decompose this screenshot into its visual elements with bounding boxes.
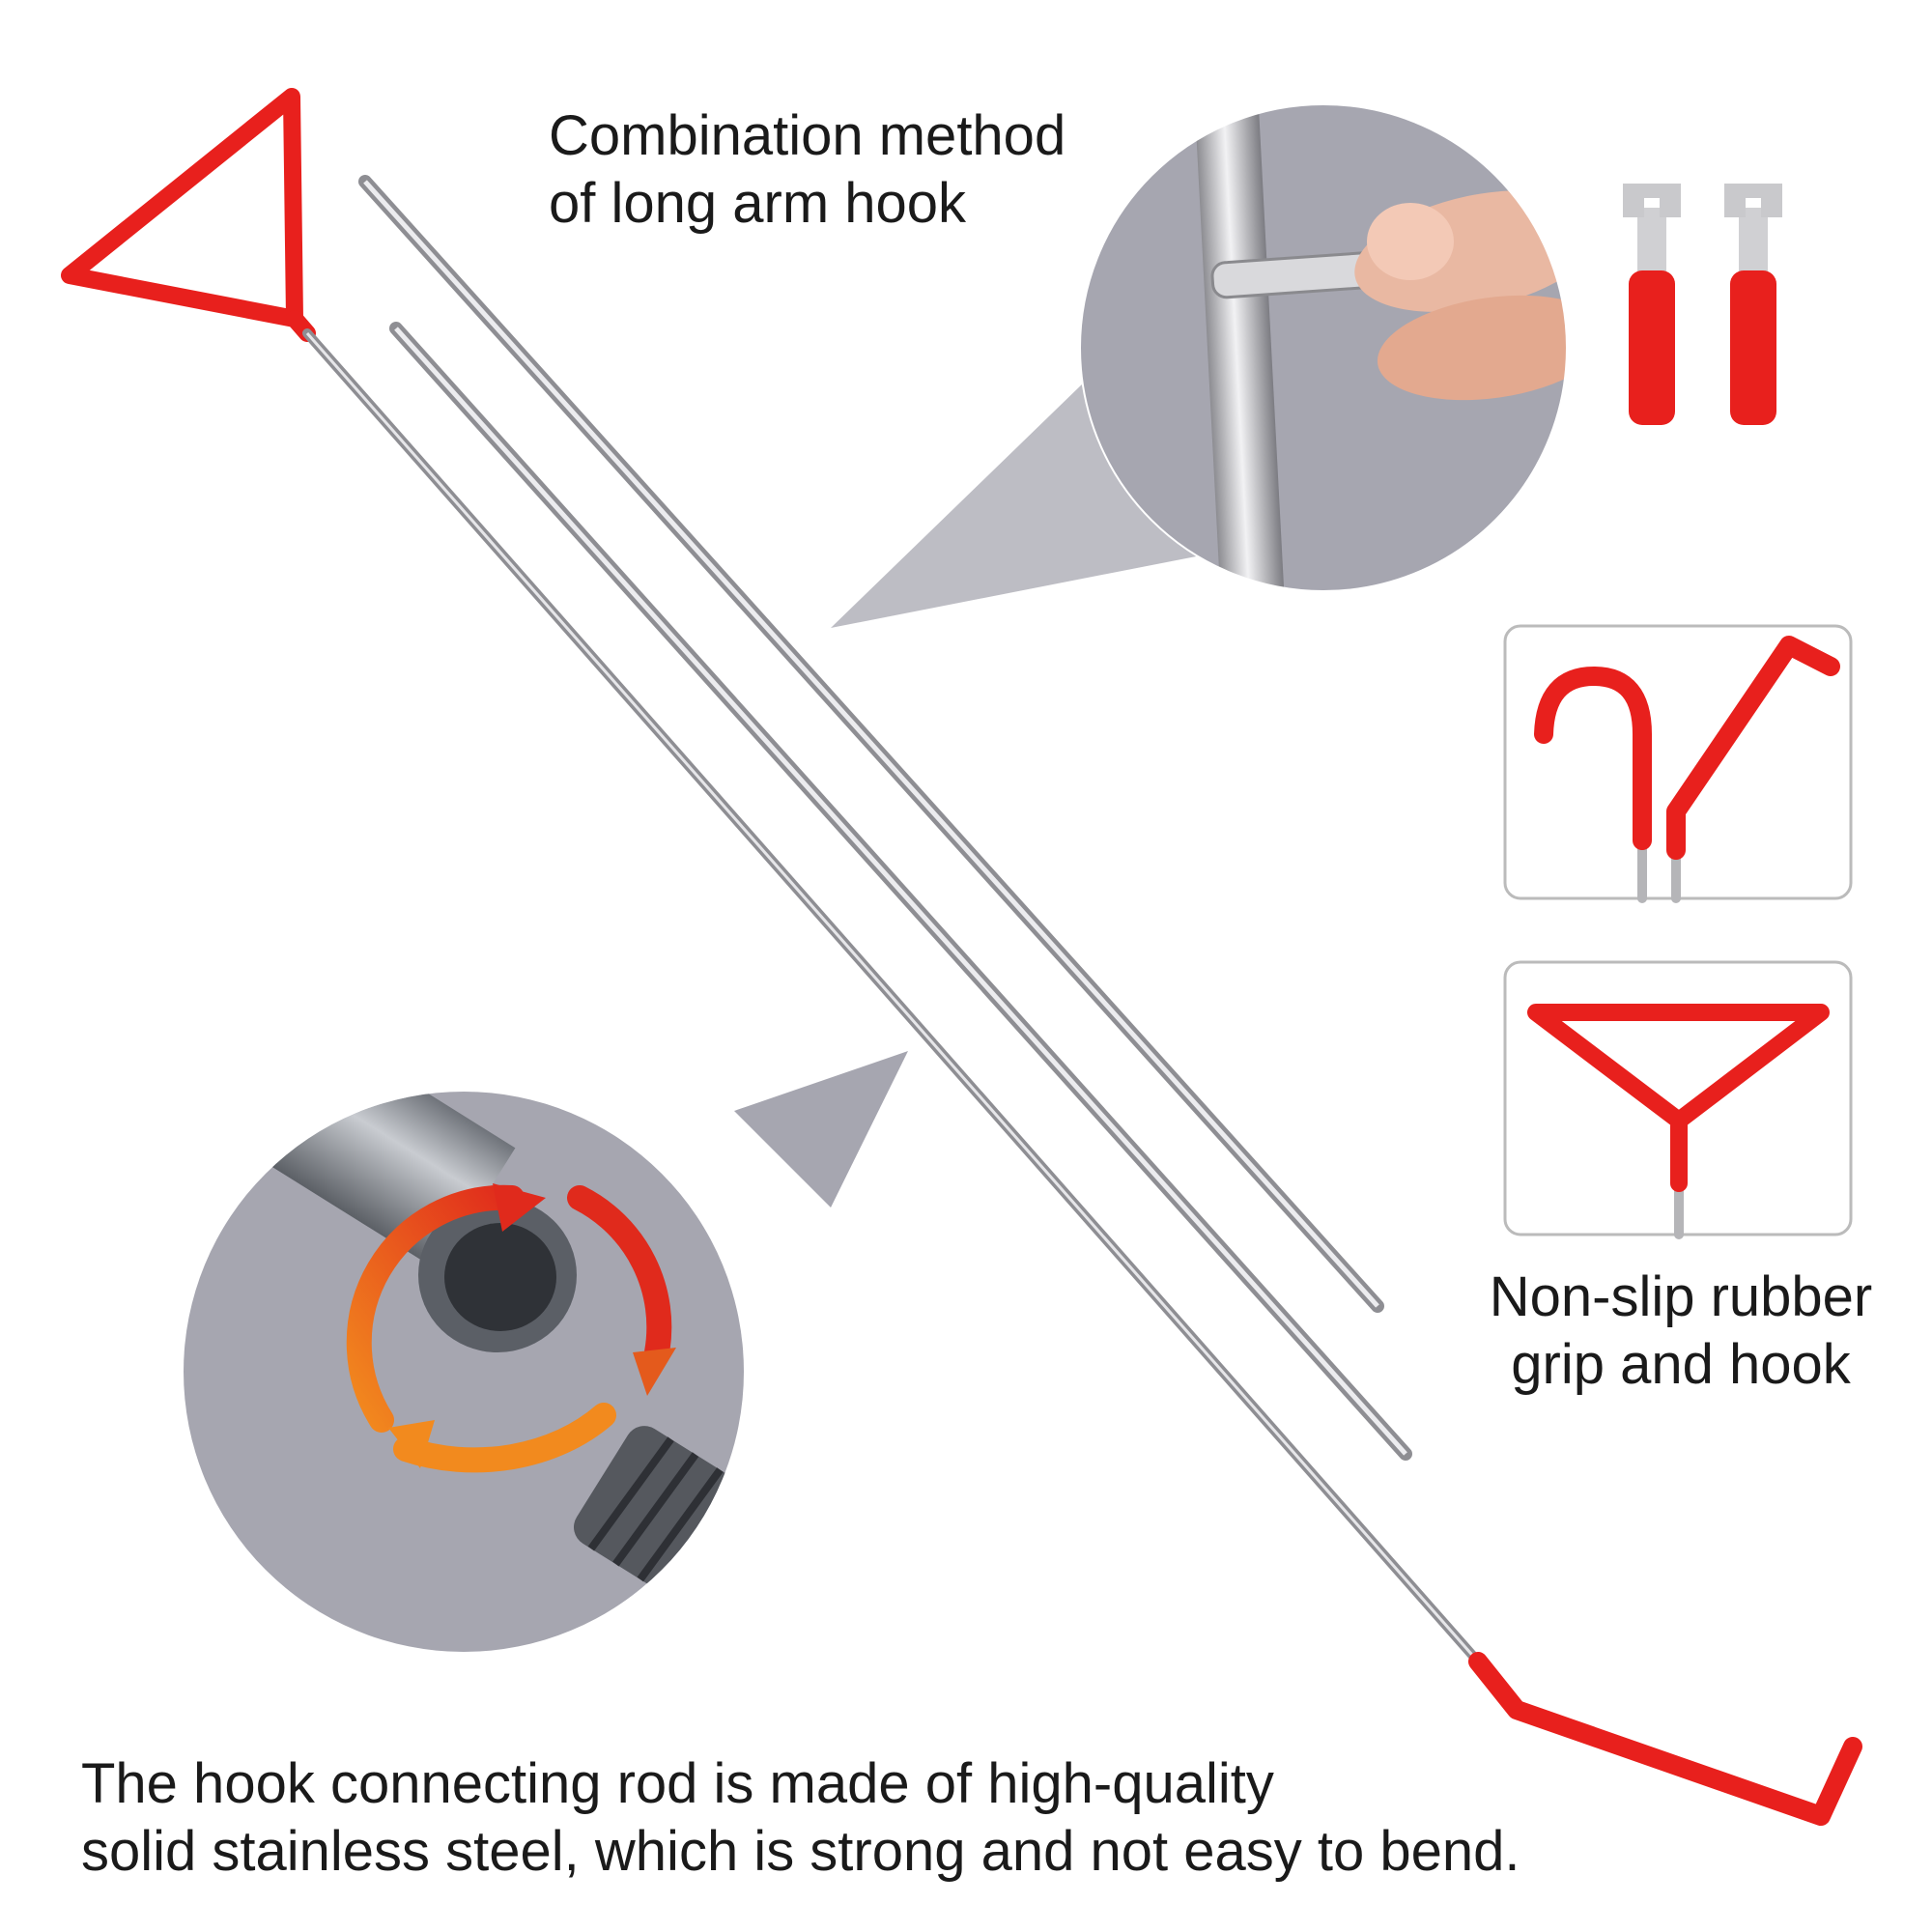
triangle-handle-icon — [61, 88, 316, 342]
detail-rod — [1192, 104, 1287, 591]
rotate-arrows-icon — [346, 1184, 672, 1473]
combination-caption-line1: Combination method — [549, 104, 1066, 167]
triangle-handle-icon — [1527, 1004, 1830, 1239]
grip-caption-line2: grip and hook — [1511, 1332, 1851, 1396]
curved-hook-icon — [1534, 666, 1652, 903]
bottom-callout-pointer — [734, 1051, 908, 1208]
combination-caption: Combination method of long arm hook — [549, 102, 1065, 237]
material-caption: The hook connecting rod is made of high-… — [81, 1750, 1520, 1885]
wrench-icon — [1623, 184, 1681, 425]
detail-tube — [184, 1092, 516, 1271]
combination-caption-line2: of long arm hook — [549, 171, 967, 235]
material-caption-line1: The hook connecting rod is made of high-… — [81, 1752, 1274, 1815]
angled-hook-icon — [1666, 636, 1840, 903]
long-hook-icon — [302, 328, 1862, 1826]
grip-caption: Non-slip rubber grip and hook — [1449, 1264, 1913, 1398]
wrench-icon — [1724, 184, 1782, 425]
combination-detail-circle — [1080, 104, 1567, 591]
thread-detail-circle — [184, 1092, 744, 1652]
material-caption-line2: solid stainless steel, which is strong a… — [81, 1819, 1520, 1883]
extension-rod-icon — [358, 175, 1412, 1461]
grip-caption-line1: Non-slip rubber — [1489, 1265, 1873, 1328]
